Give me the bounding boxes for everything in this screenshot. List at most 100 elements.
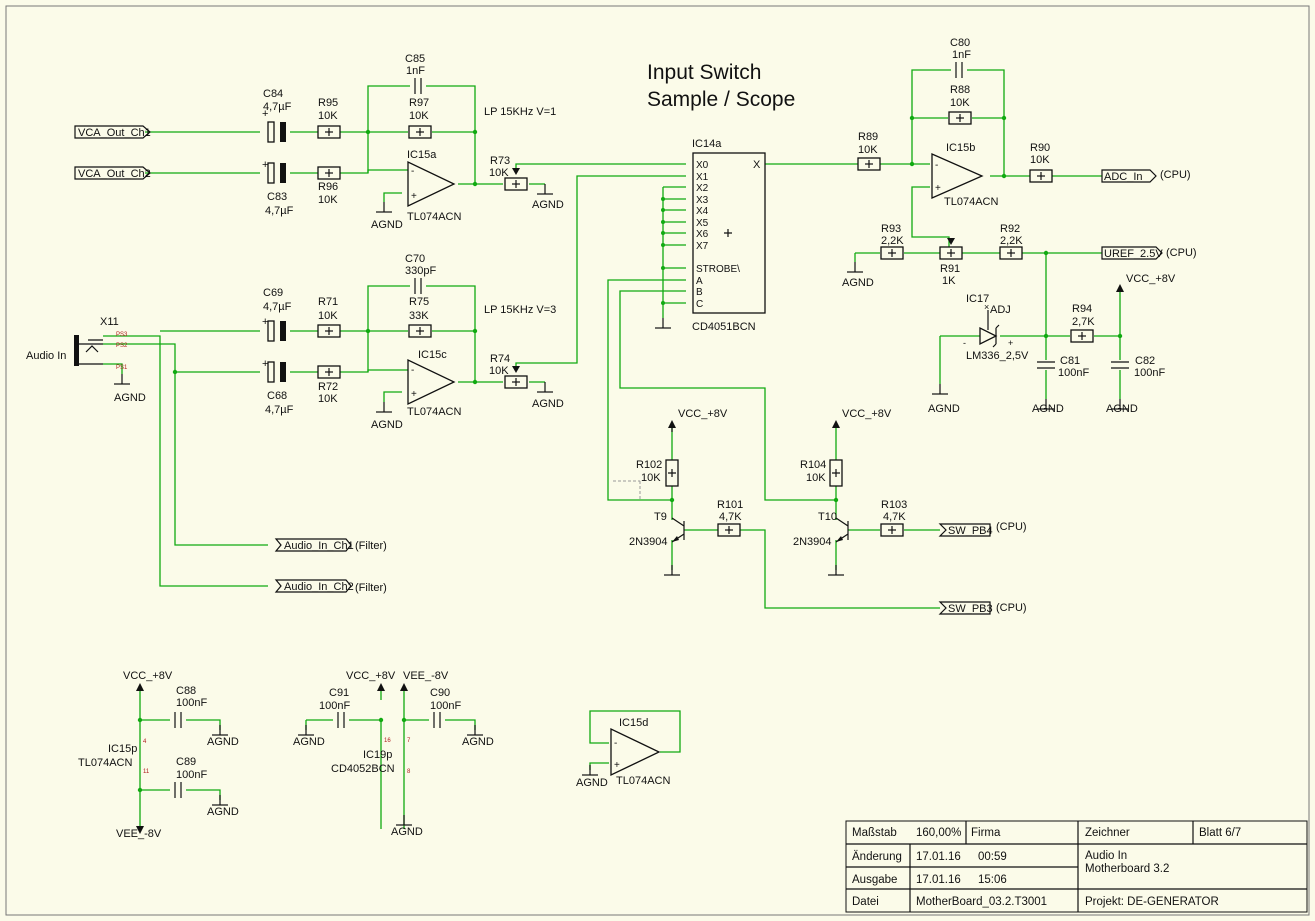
agnd-c91: AGND (293, 724, 325, 748)
svg-text:4,7µF: 4,7µF (263, 301, 292, 313)
net-label-sw-pb3: SW_PB3 (CPU) (938, 601, 1027, 615)
svg-text:AGND: AGND (207, 736, 239, 748)
agnd-ic17: AGND (928, 383, 960, 415)
svg-text:100nF: 100nF (430, 700, 461, 712)
svg-text:100nF: 100nF (1134, 367, 1165, 379)
capacitor-c68: + C68 4,7µF (262, 358, 294, 416)
svg-text:2,2K: 2,2K (881, 235, 904, 247)
svg-text:10K: 10K (489, 365, 509, 377)
schematic-subtitle: Sample / Scope (647, 88, 795, 111)
svg-text:PS2: PS2 (116, 343, 128, 349)
svg-text:VCC_+8V: VCC_+8V (346, 670, 396, 682)
svg-text:15:06: 15:06 (978, 874, 1007, 886)
opamp-power-ic15p: IC15p TL074ACN 411 (78, 739, 150, 775)
net-label-adc-in: ADC_In (CPU) (1101, 169, 1191, 183)
svg-text:100nF: 100nF (1058, 367, 1089, 379)
net-label-audio-in-ch2: Audio_In_Ch2 (Filter) (274, 579, 387, 594)
svg-text:Maßstab: Maßstab (852, 827, 897, 839)
svg-text:Projekt: DE-GENERATOR: Projekt: DE-GENERATOR (1085, 896, 1219, 908)
svg-text:X11: X11 (100, 316, 119, 328)
capacitor-c88: C88 100nF (174, 685, 207, 729)
svg-text:R73: R73 (490, 155, 510, 167)
agnd-c82: AGND (1106, 398, 1138, 415)
vcc-r94: VCC_+8V (1116, 273, 1176, 292)
svg-text:PS3: PS3 (116, 332, 128, 338)
trimmer-r73: R73 10K (489, 155, 528, 191)
svg-text:AGND: AGND (842, 277, 874, 289)
connector-x11: X11 Audio In PS3 PS2 PS1 (26, 316, 128, 371)
resistor-r93: R93 2,2K (880, 223, 904, 260)
svg-text:2N3904: 2N3904 (629, 536, 668, 548)
agnd-r93: AGND (842, 261, 874, 289)
svg-text:AGND: AGND (391, 826, 423, 838)
agnd-c81: AGND (1032, 398, 1064, 415)
svg-text:T9: T9 (654, 511, 667, 523)
svg-text:11: 11 (143, 769, 150, 775)
placeholder-mark (613, 480, 641, 500)
svg-text:Audio In: Audio In (26, 350, 66, 362)
svg-text:1K: 1K (942, 275, 956, 287)
capacitor-c90: C90 100nF (430, 687, 461, 729)
opamp-ic15a: -+ IC15a TL074ACN (407, 149, 461, 223)
svg-text:330pF: 330pF (405, 265, 436, 277)
svg-text:VCC_+8V: VCC_+8V (123, 670, 173, 682)
net-label-sw-pb4: SW_PB4 (CPU) (938, 521, 1027, 537)
gnd-t10 (827, 564, 845, 576)
svg-text:C70: C70 (405, 253, 425, 265)
svg-text:-: - (963, 338, 966, 348)
svg-text:PS1: PS1 (116, 365, 128, 371)
svg-text:A: A (696, 276, 703, 287)
svg-text:160,00%: 160,00% (916, 827, 961, 839)
svg-text:X: X (753, 159, 761, 171)
svg-text:VCA_Out_Ch1: VCA_Out_Ch1 (78, 127, 151, 139)
svg-text:IC19p: IC19p (363, 749, 392, 761)
svg-text:X5: X5 (696, 218, 709, 229)
svg-text:CD4051BCN: CD4051BCN (692, 321, 756, 333)
svg-text:Audio_In_Ch1: Audio_In_Ch1 (284, 540, 354, 552)
svg-text:VEE_-8V: VEE_-8V (403, 670, 449, 682)
svg-text:LM336_2,5V: LM336_2,5V (966, 350, 1029, 362)
svg-text:STROBE\: STROBE\ (696, 264, 740, 275)
svg-text:IC15a: IC15a (407, 149, 437, 161)
svg-text:C91: C91 (329, 687, 349, 699)
capacitor-c83: + C83 4,7µF (262, 159, 294, 217)
svg-text:R101: R101 (717, 499, 743, 511)
svg-text:AGND: AGND (1106, 403, 1138, 415)
resistor-r89: R89 10K (857, 131, 881, 171)
agnd-c88: AGND (207, 724, 239, 748)
svg-text:Firma: Firma (971, 827, 1001, 839)
agnd-ic15d: AGND (576, 764, 608, 789)
svg-text:+: + (614, 760, 620, 771)
svg-text:(Filter): (Filter) (355, 582, 387, 594)
svg-text:X0: X0 (696, 160, 709, 171)
vcc-ic19p: VCC_+8V (346, 670, 396, 691)
svg-text:AGND: AGND (114, 392, 146, 404)
svg-text:10K: 10K (858, 144, 878, 156)
svg-text:10K: 10K (489, 167, 509, 179)
svg-text:C84: C84 (263, 88, 283, 100)
svg-text:R97: R97 (409, 97, 429, 109)
svg-text:Änderung: Änderung (852, 851, 902, 863)
svg-text:R95: R95 (318, 97, 338, 109)
mux-ic14a: IC14a CD4051BCN X X0 X1 X2 X3 X4 X5 X6 X… (692, 138, 766, 333)
svg-text:+: + (262, 358, 268, 370)
svg-text:IC15b: IC15b (946, 142, 975, 154)
svg-text:×: × (984, 302, 989, 312)
vee-ic15p: VEE_-8V (116, 826, 162, 840)
resistor-r95: R95 10K (317, 97, 341, 139)
svg-text:+: + (935, 183, 941, 194)
svg-text:Motherboard 3.2: Motherboard 3.2 (1085, 863, 1169, 875)
svg-text:AGND: AGND (371, 419, 403, 431)
capacitor-c70: C70 330pF (405, 253, 436, 295)
agnd-ic19p: AGND (391, 814, 423, 838)
net-label-vca-ch2: VCA_Out_Ch2 (74, 166, 151, 180)
svg-text:8: 8 (407, 769, 411, 775)
svg-text:R92: R92 (1000, 223, 1020, 235)
sheet-border (5, 5, 1310, 916)
title-block: Maßstab 160,00% Firma Zeichner Blatt 6/7… (845, 820, 1308, 913)
svg-text:2,2K: 2,2K (1000, 235, 1023, 247)
svg-text:+: + (411, 389, 417, 400)
resistor-r103: R103 4,7K (880, 499, 907, 537)
svg-text:C80: C80 (950, 37, 970, 49)
svg-text:+: + (411, 191, 417, 202)
